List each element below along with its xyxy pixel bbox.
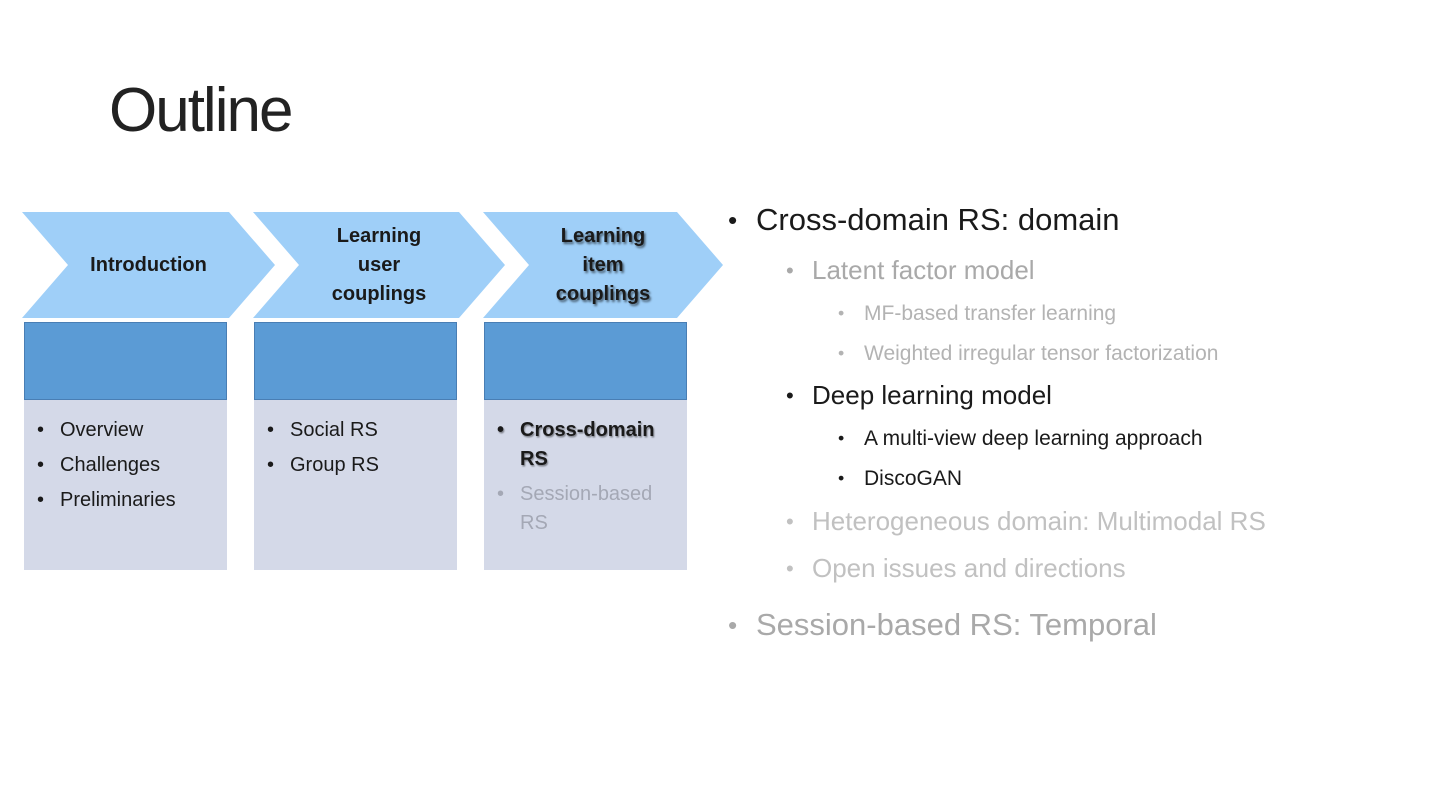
outline-item: • Cross-domain RS: domain [720, 201, 1436, 239]
outline-item: • Latent factor model [720, 254, 1436, 287]
flow-step-label: Learning item couplings [555, 224, 651, 305]
list-item: • Preliminaries [37, 486, 221, 515]
step-body-box-1: • Overview • Challenges • Preliminaries [24, 400, 227, 570]
outline-item: • Session-based RS: Temporal [720, 606, 1436, 644]
outline-item-label: MF-based transfer learning [864, 302, 1117, 325]
outline-item-label: A multi-view deep learning approach [864, 427, 1203, 450]
bullet-icon: • [37, 419, 45, 441]
outline-item: • Open issues and directions [720, 552, 1436, 585]
outline-item-label: Open issues and directions [812, 553, 1126, 583]
bullet-icon: • [838, 303, 845, 323]
flow-step-label: Introduction [90, 253, 207, 276]
bullet-icon: • [786, 258, 794, 283]
bullet-icon: • [838, 468, 845, 488]
list-item-label: Session-based RS [520, 483, 653, 534]
outline-item-label: Weighted irregular tensor factorization [864, 342, 1219, 365]
bullet-icon: • [838, 343, 845, 363]
outline-item-label: Cross-domain RS: domain [756, 202, 1120, 237]
slide-title: Outline [109, 76, 293, 145]
list-item: • Overview [37, 416, 221, 445]
step-body-box-2: • Social RS • Group RS [254, 400, 457, 570]
outline-item-label: Deep learning model [812, 380, 1052, 410]
outline-item: • A multi-view deep learning approach [720, 425, 1436, 452]
outline-item: • Deep learning model [720, 379, 1436, 412]
step-header-box-2 [254, 322, 457, 400]
bullet-icon: • [267, 419, 275, 441]
outline-item-label: Session-based RS: Temporal [756, 607, 1157, 642]
outline-item: • Heterogeneous domain: Multimodal RS [720, 505, 1436, 538]
flow-step-user-couplings: Learning user couplings [253, 212, 505, 318]
list-item-label: Group RS [290, 454, 379, 476]
list-item: • Challenges [37, 451, 221, 480]
bullet-icon: • [37, 454, 45, 476]
bullet-icon: • [786, 509, 794, 534]
flow-step-introduction: Introduction [22, 212, 275, 318]
bullet-icon: • [786, 383, 794, 408]
list-item: • Group RS [267, 451, 451, 480]
flow-step-label: Learning user couplings [331, 224, 427, 305]
list-item-label: Preliminaries [60, 489, 176, 511]
outline-item-label: Latent factor model [812, 255, 1035, 285]
step-header-box-1 [24, 322, 227, 400]
outline-item-label: Heterogeneous domain: Multimodal RS [812, 506, 1266, 536]
bullet-icon: • [37, 489, 45, 511]
outline-item-label: DiscoGAN [864, 467, 963, 490]
list-item: • Social RS [267, 416, 451, 445]
outline-item: • DiscoGAN [720, 465, 1436, 492]
list-item-label: Challenges [60, 454, 161, 476]
list-item-highlighted: • Cross-domain RS [497, 416, 681, 474]
bullet-icon: • [786, 556, 794, 581]
list-item-label: Overview [60, 419, 144, 441]
outline-item: • MF-based transfer learning [720, 300, 1436, 327]
step-header-box-3 [484, 322, 687, 400]
list-item-dimmed: • Session-based RS [497, 480, 681, 538]
step-body-box-3: • Cross-domain RS • Session-based RS [484, 400, 687, 570]
bullet-icon: • [497, 419, 505, 441]
bullet-icon: • [728, 205, 738, 235]
outline-item: • Weighted irregular tensor factorizatio… [720, 340, 1436, 367]
bullet-icon: • [267, 454, 275, 476]
bullet-icon: • [497, 483, 505, 505]
bullet-icon: • [838, 428, 845, 448]
flow-step-item-couplings: Learning item couplings [483, 212, 723, 318]
list-item-label: Cross-domain RS [520, 419, 655, 470]
list-item-label: Social RS [290, 419, 378, 441]
bullet-icon: • [728, 610, 738, 640]
